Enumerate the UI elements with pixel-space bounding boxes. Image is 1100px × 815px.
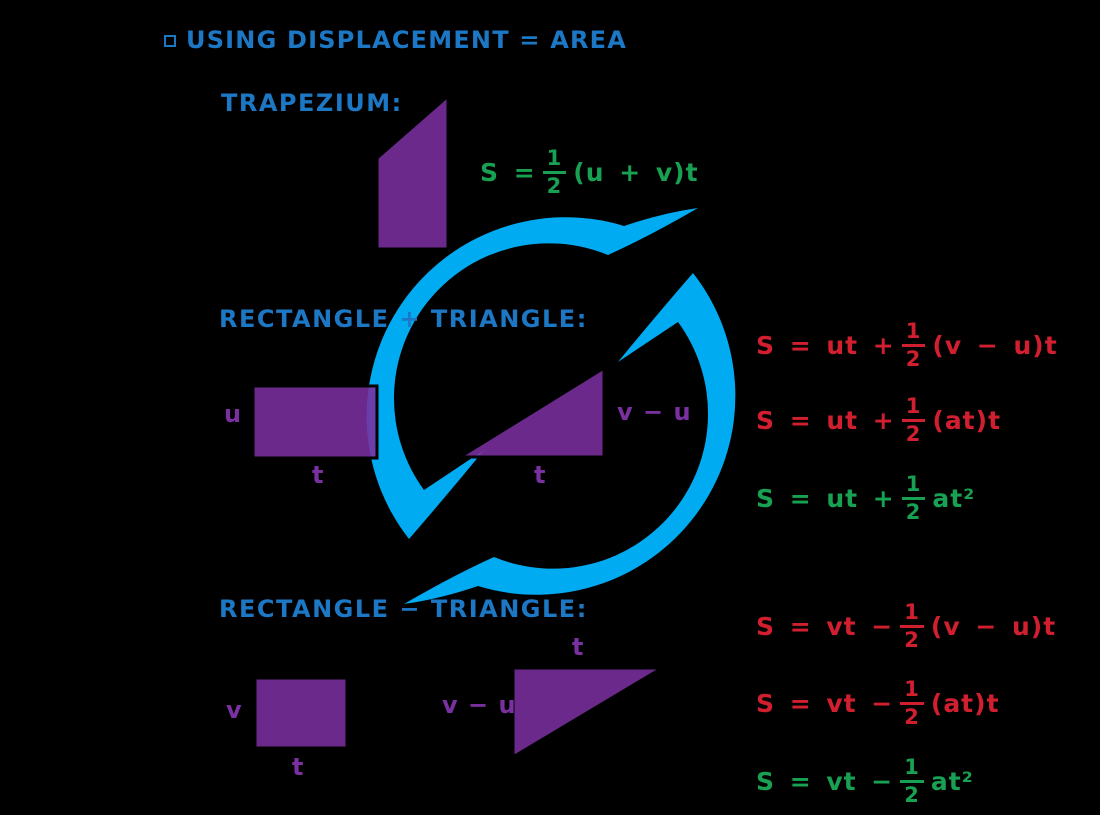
- formula-rhs: (at)t: [930, 688, 1000, 718]
- rectangle-plus-triangle-heading: RECTANGLE + TRIANGLE:: [219, 305, 588, 333]
- fraction-one-half: 1 2: [900, 755, 924, 807]
- rectangle-u-shape: [251, 384, 379, 460]
- formula-rhs: at²: [932, 483, 976, 513]
- fraction-numerator: 1: [904, 755, 920, 780]
- area-shapes: [251, 92, 668, 760]
- fraction-one-half: 1 2: [542, 146, 567, 198]
- fraction-denominator: 2: [900, 701, 924, 729]
- page-title: USING DISPLACEMENT = AREA: [164, 26, 627, 54]
- label-u-rect: u: [224, 400, 243, 428]
- trapezium-shape: [375, 92, 450, 251]
- fraction-denominator: 2: [542, 170, 567, 198]
- formula-rect-minus-3: S = vt − 1 2 at²: [756, 751, 974, 811]
- fraction-numerator: 1: [905, 394, 922, 419]
- formula-lhs: S = vt −: [756, 611, 894, 641]
- fraction-numerator: 1: [904, 600, 920, 625]
- label-v-minus-u-triangle-bottom: v − u: [442, 691, 517, 719]
- fraction-denominator: 2: [901, 496, 926, 524]
- formula-rhs: (at)t: [932, 405, 1002, 435]
- formula-rect-minus-2: S = vt − 1 2 (at)t: [756, 673, 1000, 733]
- formula-rhs: at²: [930, 766, 974, 796]
- fraction-denominator: 2: [901, 343, 926, 371]
- fraction-one-half: 1 2: [901, 319, 926, 371]
- triangle-v-minus-u-shape: [454, 365, 606, 459]
- formula-lhs: S =: [480, 157, 536, 187]
- label-v-minus-u-triangle: v − u: [617, 398, 692, 426]
- formula-rect-plus-3: S = ut + 1 2 at²: [756, 468, 975, 528]
- formula-rhs: (v − u)t: [932, 330, 1058, 360]
- fraction-numerator: 1: [904, 677, 920, 702]
- formula-lhs: S = ut +: [756, 483, 895, 513]
- formula-rhs: (u + v)t: [573, 157, 699, 187]
- fraction-numerator: 1: [905, 472, 922, 497]
- fraction-one-half: 1 2: [901, 472, 926, 524]
- fraction-denominator: 2: [900, 779, 924, 807]
- formula-lhs: S = vt −: [756, 766, 894, 796]
- formula-lhs: S = ut +: [756, 330, 895, 360]
- formula-rect-plus-2: S = ut + 1 2 (at)t: [756, 390, 1001, 450]
- triangle-bottom-shape: [511, 666, 668, 760]
- formula-rect-plus-1: S = ut + 1 2 (v − u)t: [756, 315, 1058, 375]
- trapezium-heading: TRAPEZIUM:: [221, 89, 403, 117]
- rectangle-v-shape: [253, 676, 349, 750]
- formula-trapezium: S = 1 2 (u + v)t: [480, 142, 699, 202]
- fraction-denominator: 2: [900, 624, 924, 652]
- label-t-triangle-top: t: [572, 633, 585, 661]
- formula-lhs: S = vt −: [756, 688, 894, 718]
- fraction-one-half: 1 2: [900, 677, 924, 729]
- page-title-text: USING DISPLACEMENT = AREA: [186, 26, 628, 54]
- formula-rhs: (v − u)t: [930, 611, 1057, 641]
- label-t-rect: t: [312, 461, 325, 489]
- label-v-rect: v: [226, 696, 243, 724]
- fraction-numerator: 1: [905, 319, 922, 344]
- fraction-denominator: 2: [901, 418, 926, 446]
- circular-swoosh-watermark-icon: [366, 208, 736, 604]
- label-t-triangle: t: [534, 461, 547, 489]
- rectangle-minus-triangle-heading: RECTANGLE − TRIANGLE:: [219, 595, 588, 623]
- fraction-one-half: 1 2: [901, 394, 926, 446]
- fraction-one-half: 1 2: [900, 600, 924, 652]
- formula-lhs: S = ut +: [756, 405, 895, 435]
- formula-rect-minus-1: S = vt − 1 2 (v − u)t: [756, 596, 1056, 656]
- fraction-numerator: 1: [546, 146, 563, 171]
- swoosh-bottom-right: [404, 273, 736, 604]
- label-t-rect-bottom: t: [292, 753, 305, 781]
- bullet-square-icon: [164, 35, 176, 47]
- swoosh-top-left: [366, 208, 698, 539]
